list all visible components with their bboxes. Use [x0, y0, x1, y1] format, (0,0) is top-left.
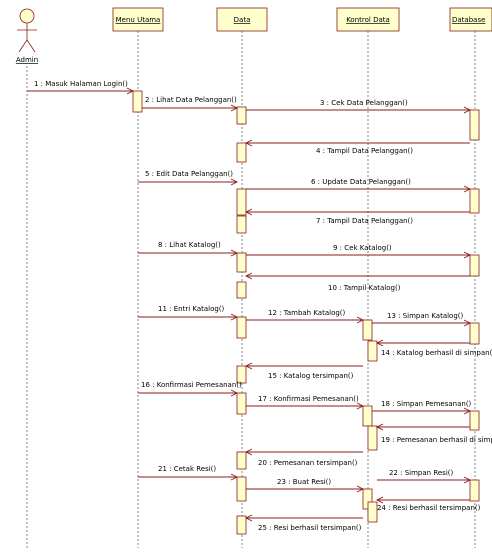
message-4: 4 : Tampil Data Pelanggan()	[244, 139, 470, 155]
message-label: 14 : Katalog berhasil di simpan()	[381, 349, 492, 357]
message-12: 12 : Tambah Katalog()	[246, 309, 365, 324]
message-label: 11 : Entri Katalog()	[158, 305, 225, 313]
message-14: 14 : Katalog berhasil di simpan()	[375, 339, 492, 357]
admin-actor	[17, 8, 37, 53]
message-6: 6 : Update Data Pelanggan()	[246, 178, 472, 193]
message-label: 6 : Update Data Pelanggan()	[311, 178, 411, 186]
message-17: 17 : Konfirmasi Pemesanan()	[246, 395, 365, 410]
message-16: 16 : Konfirmasi Pemesanan()	[138, 381, 242, 397]
message-5: 5 : Edit Data Pelanggan()	[138, 170, 239, 186]
message-8: 8 : Lihat Katalog()	[138, 241, 239, 257]
message-11: 11 : Entri Katalog()	[138, 305, 239, 321]
message-1: 1 : Masuk Halaman Login()	[27, 80, 135, 95]
message-label: 16 : Konfirmasi Pemesanan()	[141, 381, 242, 389]
message-label: 5 : Edit Data Pelanggan()	[145, 170, 233, 178]
message-21: 21 : Cetak Resi()	[138, 465, 239, 481]
message-19: 19 : Pemesanan berhasil di simpan	[375, 423, 492, 444]
message-3: 3 : Cek Data Pelanggan()	[246, 99, 472, 114]
message-label: 13 : Simpan Katalog()	[387, 312, 464, 320]
message-7: 7 : Tampil Data Pelanggan()	[244, 208, 470, 225]
message-9: 9 : Cek Katalog()	[246, 244, 472, 259]
actor-label: Admin	[16, 56, 38, 64]
participant-label: Data	[234, 16, 251, 24]
message-24: 24 : Resi berhasil tersimpan()	[375, 496, 481, 512]
message-15: 15 : Katalog tersimpan()	[244, 362, 363, 380]
message-label: 20 : Pemesanan tersimpan()	[258, 459, 358, 467]
message-label: 24 : Resi berhasil tersimpan()	[377, 504, 481, 512]
message-label: 7 : Tampil Data Pelanggan()	[316, 217, 413, 225]
participant-database: Database	[449, 7, 492, 32]
participant-data: Data	[216, 7, 268, 32]
participant-kontrol-data: Kontrol Data	[336, 7, 400, 32]
message-label: 25 : Resi berhasil tersimpan()	[258, 524, 362, 532]
activation-bars	[132, 90, 480, 535]
message-10: 10 : Tampil Katalog()	[244, 272, 470, 292]
message-label: 15 : Katalog tersimpan()	[268, 372, 354, 380]
message-label: 18 : Simpan Pemesanan()	[381, 400, 472, 408]
participant-label: Database	[452, 16, 485, 24]
message-label: 22 : Simpan Resi()	[389, 469, 453, 477]
message-label: 3 : Cek Data Pelanggan()	[320, 99, 408, 107]
message-label: 8 : Lihat Katalog()	[158, 241, 221, 249]
message-22: 22 : Simpan Resi()	[377, 469, 472, 484]
message-label: 9 : Cek Katalog()	[333, 244, 392, 252]
participant-label: Menu Utama	[116, 16, 161, 24]
message-label: 19 : Pemesanan berhasil di simpan	[381, 436, 492, 444]
message-label: 1 : Masuk Halaman Login()	[34, 80, 128, 88]
message-label: 21 : Cetak Resi()	[158, 465, 216, 473]
participant-menu-utama: Menu Utama	[112, 7, 164, 32]
message-2: 2 : Lihat Data Pelanggan()	[142, 96, 239, 112]
message-25: 25 : Resi berhasil tersimpan()	[244, 514, 363, 532]
message-23: 23 : Buat Resi()	[246, 478, 365, 493]
message-18: 18 : Simpan Pemesanan()	[372, 400, 472, 415]
participant-label: Kontrol Data	[346, 16, 390, 24]
message-label: 2 : Lihat Data Pelanggan()	[145, 96, 237, 104]
message-label: 4 : Tampil Data Pelanggan()	[316, 147, 413, 155]
message-label: 23 : Buat Resi()	[277, 478, 331, 486]
message-label: 17 : Konfirmasi Pemesanan()	[258, 395, 359, 403]
message-label: 10 : Tampil Katalog()	[328, 284, 401, 292]
message-20: 20 : Pemesanan tersimpan()	[244, 448, 363, 467]
message-label: 12 : Tambah Katalog()	[268, 309, 346, 317]
message-13: 13 : Simpan Katalog()	[372, 312, 472, 327]
